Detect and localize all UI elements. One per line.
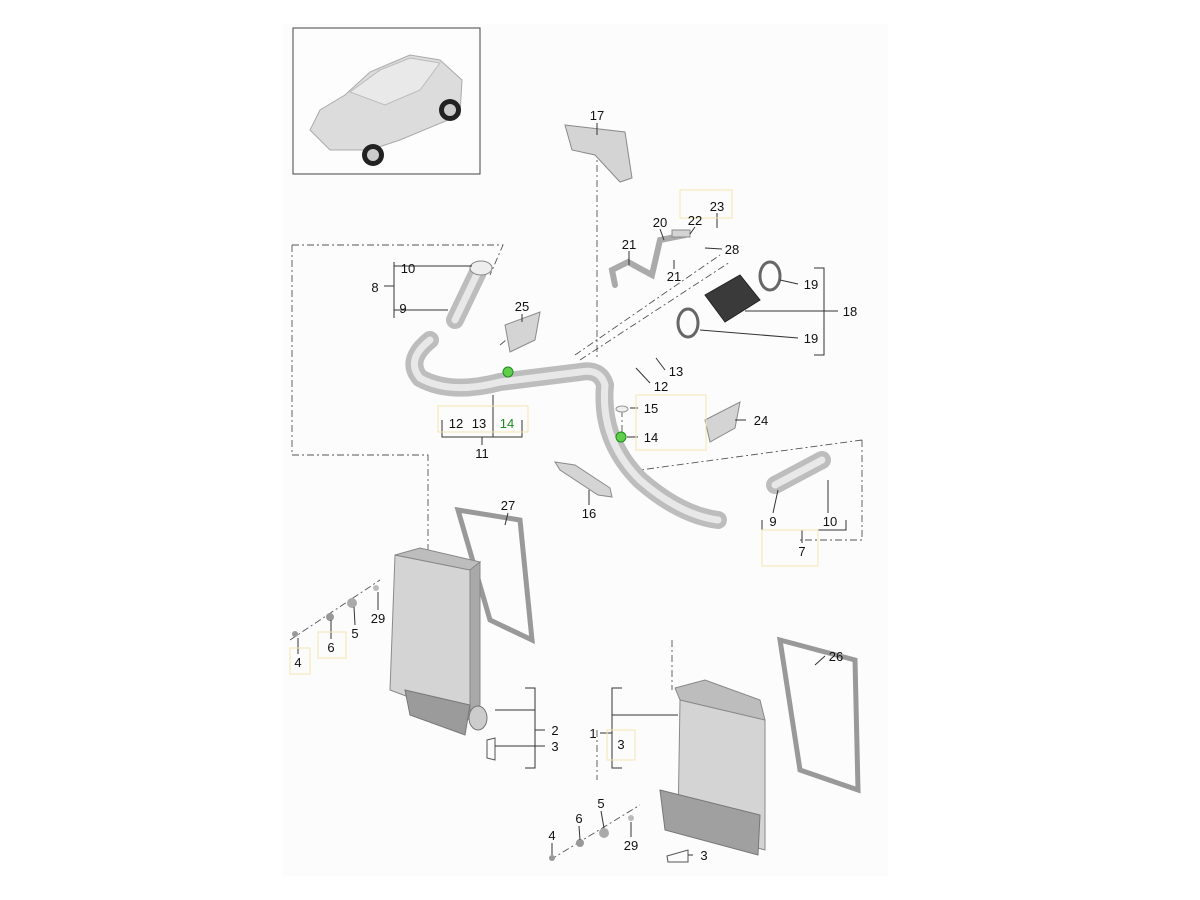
fasteners: [292, 585, 634, 861]
callout-9b[interactable]: 9: [769, 514, 776, 529]
callout-labels: 17 23 20 22 21 28 21 10 8 9 19 18 19 25 …: [294, 108, 857, 863]
callout-25[interactable]: 25: [515, 299, 529, 314]
callout-13b[interactable]: 13: [472, 416, 486, 431]
callout-10b[interactable]: 10: [823, 514, 837, 529]
callout-22[interactable]: 22: [688, 213, 702, 228]
part-17-cover[interactable]: [564, 124, 633, 183]
callout-24[interactable]: 24: [754, 413, 768, 428]
callout-6[interactable]: 6: [327, 640, 334, 655]
callout-11[interactable]: 11: [475, 446, 489, 461]
callout-15[interactable]: 15: [644, 401, 658, 416]
callout-2[interactable]: 2: [551, 723, 558, 738]
callout-12[interactable]: 12: [654, 379, 668, 394]
callout-10[interactable]: 10: [401, 261, 415, 276]
callout-5b[interactable]: 5: [597, 796, 604, 811]
callout-3c[interactable]: 3: [700, 848, 707, 863]
vehicle-thumbnail[interactable]: [292, 27, 481, 175]
callout-14[interactable]: 14: [644, 430, 658, 445]
leader-lines: [289, 150, 863, 861]
callout-18[interactable]: 18: [843, 304, 857, 319]
part-1-intercooler-right[interactable]: [659, 636, 861, 863]
label-boxes: [289, 189, 819, 761]
part-2-intercooler-left[interactable]: [389, 506, 535, 736]
part-7-pipe[interactable]: [766, 451, 831, 494]
part-24-bracket[interactable]: [704, 401, 741, 443]
callout-26[interactable]: 26: [829, 649, 843, 664]
callout-4b[interactable]: 4: [548, 828, 555, 843]
callout-27[interactable]: 27: [501, 498, 515, 513]
callout-21b[interactable]: 21: [667, 269, 681, 284]
callout-1[interactable]: 1: [589, 726, 596, 741]
callout-23[interactable]: 23: [710, 199, 724, 214]
callout-19b[interactable]: 19: [804, 331, 818, 346]
callout-5[interactable]: 5: [351, 626, 358, 641]
callout-13[interactable]: 13: [669, 364, 683, 379]
part-18-hose[interactable]: [676, 260, 782, 339]
part-11-pipe[interactable]: [405, 331, 727, 529]
callout-8[interactable]: 8: [371, 280, 378, 295]
callout-29[interactable]: 29: [371, 611, 385, 626]
callout-16[interactable]: 16: [582, 506, 596, 521]
callout-3[interactable]: 3: [551, 739, 558, 754]
callout-3b[interactable]: 3: [617, 737, 624, 752]
callout-6b[interactable]: 6: [575, 811, 582, 826]
callout-20[interactable]: 20: [653, 215, 667, 230]
callout-4[interactable]: 4: [294, 655, 301, 670]
callout-14-highlighted[interactable]: 14: [500, 416, 514, 431]
callout-29b[interactable]: 29: [624, 838, 638, 853]
part-8-pipe[interactable]: [446, 260, 493, 329]
part-16-bracket[interactable]: [554, 461, 613, 498]
callout-17[interactable]: 17: [590, 108, 604, 123]
part-22-fitting[interactable]: [671, 229, 691, 238]
part-25-bracket[interactable]: [504, 311, 541, 353]
callout-21[interactable]: 21: [622, 237, 636, 252]
callout-9[interactable]: 9: [399, 301, 406, 316]
callout-19[interactable]: 19: [804, 277, 818, 292]
callout-12b[interactable]: 12: [449, 416, 463, 431]
callout-28[interactable]: 28: [725, 242, 739, 257]
callout-7[interactable]: 7: [798, 544, 805, 559]
